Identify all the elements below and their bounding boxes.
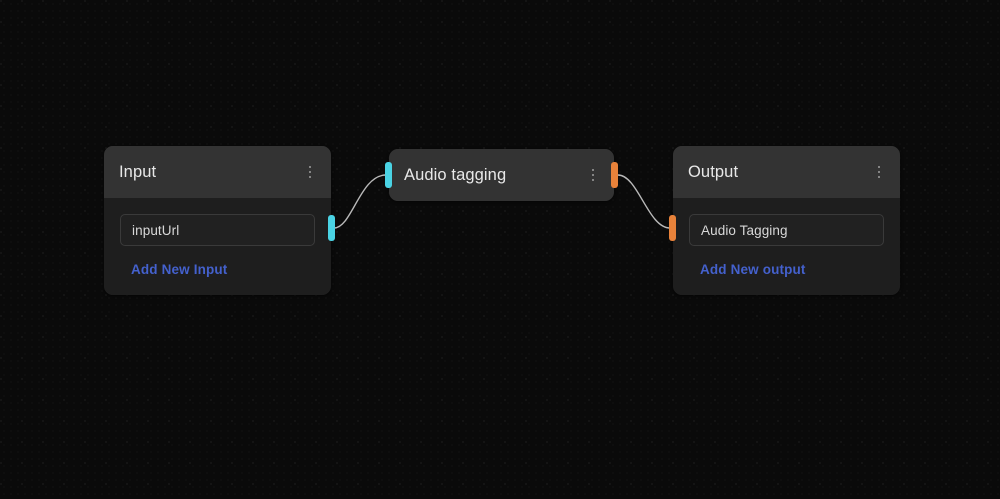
audio-tagging-input-handle[interactable] [385, 162, 392, 188]
input-node-output-handle[interactable] [328, 215, 335, 241]
node-output-body: Audio Tagging Add New output [673, 198, 900, 279]
node-input-title: Input [119, 162, 157, 181]
edge-input-to-audio-tagging[interactable] [333, 174, 387, 229]
output-field-value: Audio Tagging [701, 222, 788, 238]
output-node-input-handle[interactable] [669, 215, 676, 241]
edge-audio-tagging-to-output[interactable] [617, 174, 671, 229]
input-field-value: inputUrl [132, 222, 180, 238]
input-field-inputurl[interactable]: inputUrl [120, 214, 315, 246]
node-output-title: Output [688, 162, 739, 181]
node-audio-tagging[interactable]: Audio tagging [385, 149, 618, 201]
kebab-menu-icon[interactable] [301, 161, 319, 183]
node-input-body: inputUrl Add New Input [104, 198, 331, 279]
node-output-header[interactable]: Output [673, 146, 900, 198]
output-field-audio-tagging[interactable]: Audio Tagging [689, 214, 884, 246]
audio-tagging-output-handle[interactable] [611, 162, 618, 188]
kebab-menu-icon[interactable] [584, 164, 602, 186]
node-output[interactable]: Output Audio Tagging Add New output [669, 146, 900, 295]
node-input-header[interactable]: Input [104, 146, 331, 198]
node-audio-tagging-header[interactable]: Audio tagging [389, 149, 614, 201]
kebab-menu-icon[interactable] [870, 161, 888, 183]
node-input[interactable]: Input inputUrl Add New Input [104, 146, 335, 295]
add-new-output-link[interactable]: Add New output [700, 262, 806, 277]
node-audio-tagging-title: Audio tagging [404, 165, 507, 184]
node-input-container: Input inputUrl Add New Input [104, 146, 331, 295]
node-output-container: Output Audio Tagging Add New output [673, 146, 900, 295]
add-new-input-link[interactable]: Add New Input [131, 262, 228, 277]
node-audio-tagging-container: Audio tagging [389, 149, 614, 201]
